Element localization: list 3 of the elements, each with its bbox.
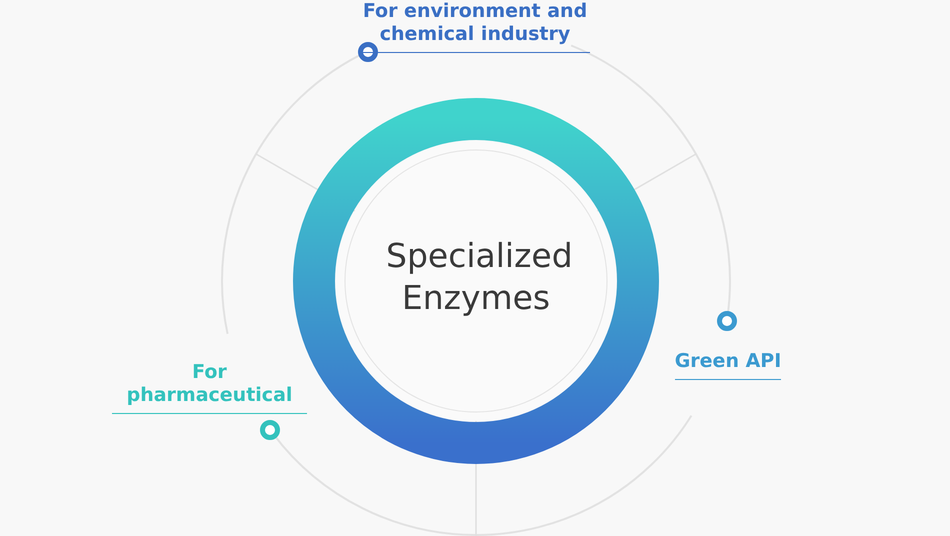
- category-label: For environment and chemical industry: [360, 0, 590, 53]
- category-label: Green API: [674, 350, 782, 380]
- category-label: For pharmaceutical: [112, 361, 307, 414]
